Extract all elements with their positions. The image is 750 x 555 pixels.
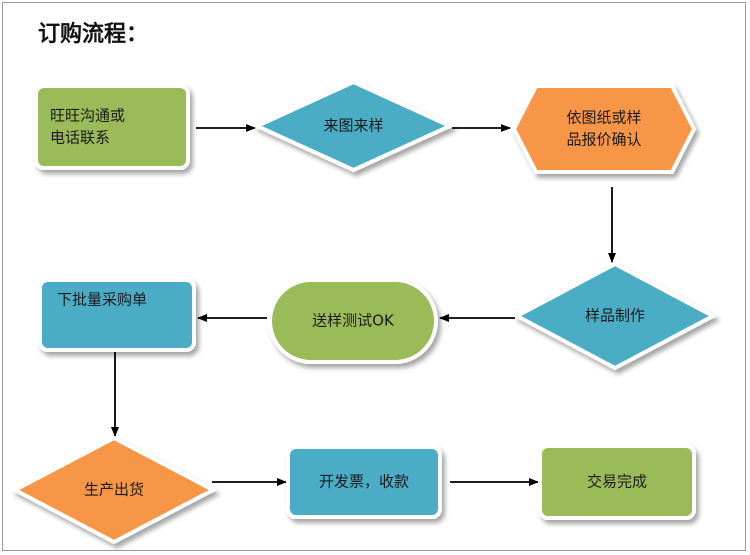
node-invoice-shape: [286, 445, 442, 519]
node-test-label: 送样测试OK: [312, 312, 395, 330]
node-produce-label: 生产出货: [84, 481, 144, 499]
node-order-shape: [38, 278, 196, 352]
node-done-label: 交易完成: [587, 473, 647, 491]
node-make-sample-shape: [512, 261, 718, 371]
node-order-label: 下批量采购单: [57, 291, 147, 309]
node-done-shape: [538, 444, 696, 520]
node-make-sample-label: 样品制作: [585, 307, 645, 325]
node-produce: 生产出货: [10, 435, 218, 545]
node-quote-label: 品报价确认: [566, 131, 641, 149]
node-sample-in-label: 来图来样: [323, 117, 383, 135]
node-contact-label: 电话联系: [50, 129, 110, 147]
edges-layer: [111, 124, 616, 486]
node-invoice-label: 开发票，收款: [319, 473, 409, 491]
node-sample-in: 来图来样: [252, 79, 455, 173]
node-contact-label: 旺旺沟通或: [50, 107, 125, 125]
page-title: 订购流程：: [38, 22, 149, 47]
node-make-sample: 样品制作: [512, 261, 718, 371]
node-invoice: 开发票，收款: [286, 445, 442, 519]
node-contact-shape: [34, 84, 190, 170]
node-produce-shape: [10, 435, 218, 545]
node-quote-shape: [511, 84, 697, 174]
node-quote-label: 依图纸或样: [566, 109, 641, 127]
node-test-shape: [268, 278, 438, 364]
node-sample-in-shape: [252, 79, 455, 173]
node-order: 下批量采购单: [38, 278, 196, 352]
node-test: 送样测试OK: [268, 278, 438, 364]
node-done: 交易完成: [538, 444, 696, 520]
